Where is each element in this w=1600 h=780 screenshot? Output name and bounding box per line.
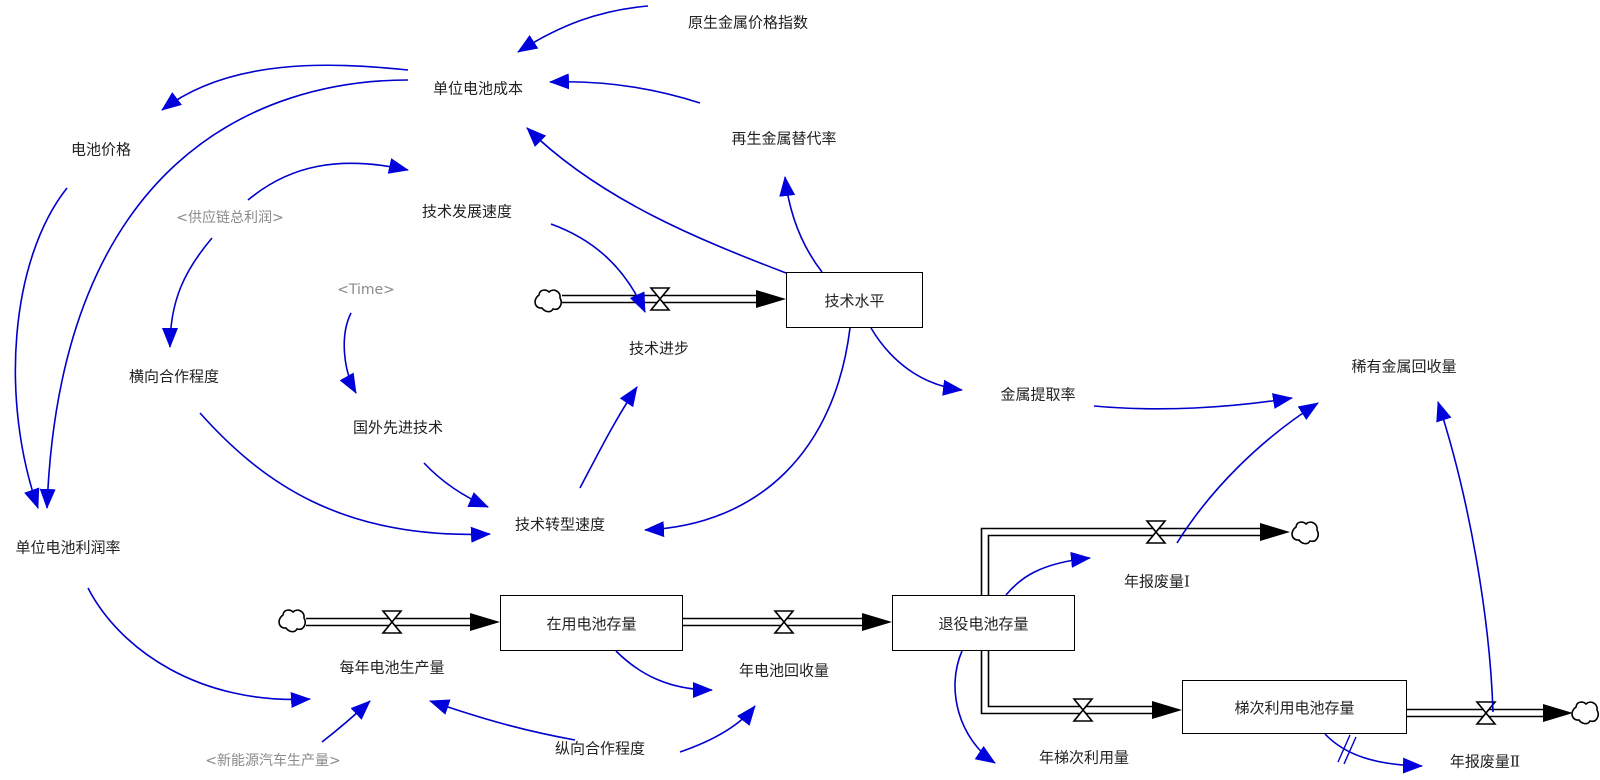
link-tech-level-to-cost[interactable] xyxy=(526,127,787,274)
link-foreign-to-transform[interactable] xyxy=(423,462,489,508)
pipe-line xyxy=(987,651,1166,708)
flow-pipe-scrap-1[interactable] xyxy=(980,527,1273,596)
pipe-line xyxy=(987,534,1272,595)
stock-retired-batteries[interactable]: 退役电池存量 xyxy=(892,595,1075,651)
var-unit-battery-cost[interactable]: 单位电池成本 xyxy=(432,79,524,98)
pipe-line xyxy=(980,651,1166,715)
valve-icon[interactable] xyxy=(773,610,795,634)
flow-arrowhead-icon xyxy=(1152,701,1182,719)
flow-tech-progress[interactable]: 技术进步 xyxy=(628,339,690,358)
link-in-use-to-recycling[interactable] xyxy=(615,650,713,698)
stock-label: 在用电池存量 xyxy=(546,614,637,633)
var-foreign-advanced-tech[interactable]: 国外先进技术 xyxy=(352,418,444,437)
link-transform-to-progress[interactable] xyxy=(579,386,638,489)
var-unit-battery-profit[interactable]: 单位电池利润率 xyxy=(15,538,121,557)
valve-icon[interactable] xyxy=(1475,701,1497,725)
link-scrap2-to-rare-metal[interactable] xyxy=(1436,401,1494,713)
pipe-line xyxy=(980,527,1272,595)
stock-label: 梯次利用电池存量 xyxy=(1234,698,1355,717)
flow-arrowhead-icon xyxy=(1543,704,1573,722)
cloud-source-sink-icon xyxy=(278,609,306,633)
link-scrap1-to-rare-metal[interactable] xyxy=(1176,402,1319,544)
link-time-to-foreign-tech[interactable] xyxy=(339,312,357,394)
valve-icon[interactable] xyxy=(1072,698,1094,722)
link-tech-dev-to-progress[interactable] xyxy=(550,223,646,313)
valve-icon[interactable] xyxy=(649,287,671,311)
var-battery-price[interactable]: 电池价格 xyxy=(70,140,132,159)
var-metal-extraction-rate[interactable]: 金属提取率 xyxy=(1000,385,1076,404)
flow-pipe-cascade-use[interactable] xyxy=(980,651,1167,715)
link-extraction-to-rare-metal[interactable] xyxy=(1093,393,1293,410)
link-tech-level-to-extraction[interactable] xyxy=(870,327,963,396)
link-tech-level-to-substitution[interactable] xyxy=(779,176,823,273)
var-vertical-cooperation[interactable]: 纵向合作程度 xyxy=(554,739,646,758)
flow-annual-recycling[interactable]: 年电池回收量 xyxy=(738,661,830,680)
link-nev-to-production[interactable] xyxy=(321,700,371,743)
stock-cascade-batteries[interactable]: 梯次利用电池存量 xyxy=(1182,680,1407,734)
flow-arrowhead-icon xyxy=(862,613,892,631)
link-substitution-to-cost[interactable] xyxy=(549,73,701,104)
link-retired-to-cascade[interactable] xyxy=(954,650,996,764)
link-cost-to-profit[interactable] xyxy=(39,79,409,509)
delay-mark-icon xyxy=(1337,734,1357,765)
link-horizontal-to-transform[interactable] xyxy=(199,412,491,543)
flow-annual-production[interactable]: 每年电池生产量 xyxy=(339,658,445,677)
cloud-source-sink-icon xyxy=(1571,701,1599,725)
link-retired-to-scrap1[interactable] xyxy=(1005,551,1091,596)
cloud-source-sink-icon xyxy=(1291,521,1319,545)
flow-pipe-scrap-2[interactable] xyxy=(1407,708,1555,718)
link-profit-to-production[interactable] xyxy=(87,587,311,709)
flow-pipe-recycling[interactable] xyxy=(683,617,876,627)
var-tech-dev-speed[interactable]: 技术发展速度 xyxy=(421,202,513,221)
valve-icon[interactable] xyxy=(1145,520,1167,544)
var-rare-metal-recovery[interactable]: 稀有金属回收量 xyxy=(1351,357,1457,376)
var-recycled-metal-substitution[interactable]: 再生金属替代率 xyxy=(731,129,837,148)
link-price-to-profit[interactable] xyxy=(14,187,68,509)
flow-arrowhead-icon xyxy=(756,290,786,308)
link-price-index-to-cost[interactable] xyxy=(517,5,649,53)
cloud-source-sink-icon xyxy=(534,289,562,313)
shadow-var-time[interactable]: <Time> xyxy=(337,282,395,298)
stock-tech-level[interactable]: 技术水平 xyxy=(786,272,923,328)
flow-arrowhead-icon xyxy=(1260,523,1290,541)
valve-icon[interactable] xyxy=(381,610,403,634)
flow-pipe-tech-progress[interactable] xyxy=(562,294,770,304)
flow-annual-cascade-use[interactable]: 年梯次利用量 xyxy=(1038,748,1130,767)
stock-label: 退役电池存量 xyxy=(938,614,1029,633)
link-cascade-to-scrap2[interactable] xyxy=(1324,733,1423,774)
var-primary-metal-price-index[interactable]: 原生金属价格指数 xyxy=(687,13,809,32)
link-vertical-to-production[interactable] xyxy=(429,699,576,741)
shadow-var-nev-production[interactable]: <新能源汽车生产量> xyxy=(205,753,341,769)
flow-annual-scrap-1[interactable]: 年报废量Ⅰ xyxy=(1124,572,1190,591)
link-vertical-to-recycling[interactable] xyxy=(679,705,756,753)
var-tech-transform-speed[interactable]: 技术转型速度 xyxy=(514,515,606,534)
link-tech-level-to-transform[interactable] xyxy=(644,327,851,538)
link-supply-profit-to-horizontal[interactable] xyxy=(162,237,213,348)
stock-label: 技术水平 xyxy=(824,291,885,310)
link-supply-profit-to-tech-dev[interactable] xyxy=(247,158,409,201)
link-cost-to-battery-price[interactable] xyxy=(161,64,409,111)
flow-arrowhead-icon xyxy=(470,613,500,631)
flow-annual-scrap-2[interactable]: 年报废量Ⅱ xyxy=(1449,752,1521,771)
stock-batteries-in-use[interactable]: 在用电池存量 xyxy=(500,595,683,651)
shadow-var-supply-chain-profit[interactable]: <供应链总利润> xyxy=(176,210,284,226)
var-horizontal-cooperation[interactable]: 横向合作程度 xyxy=(128,367,220,386)
